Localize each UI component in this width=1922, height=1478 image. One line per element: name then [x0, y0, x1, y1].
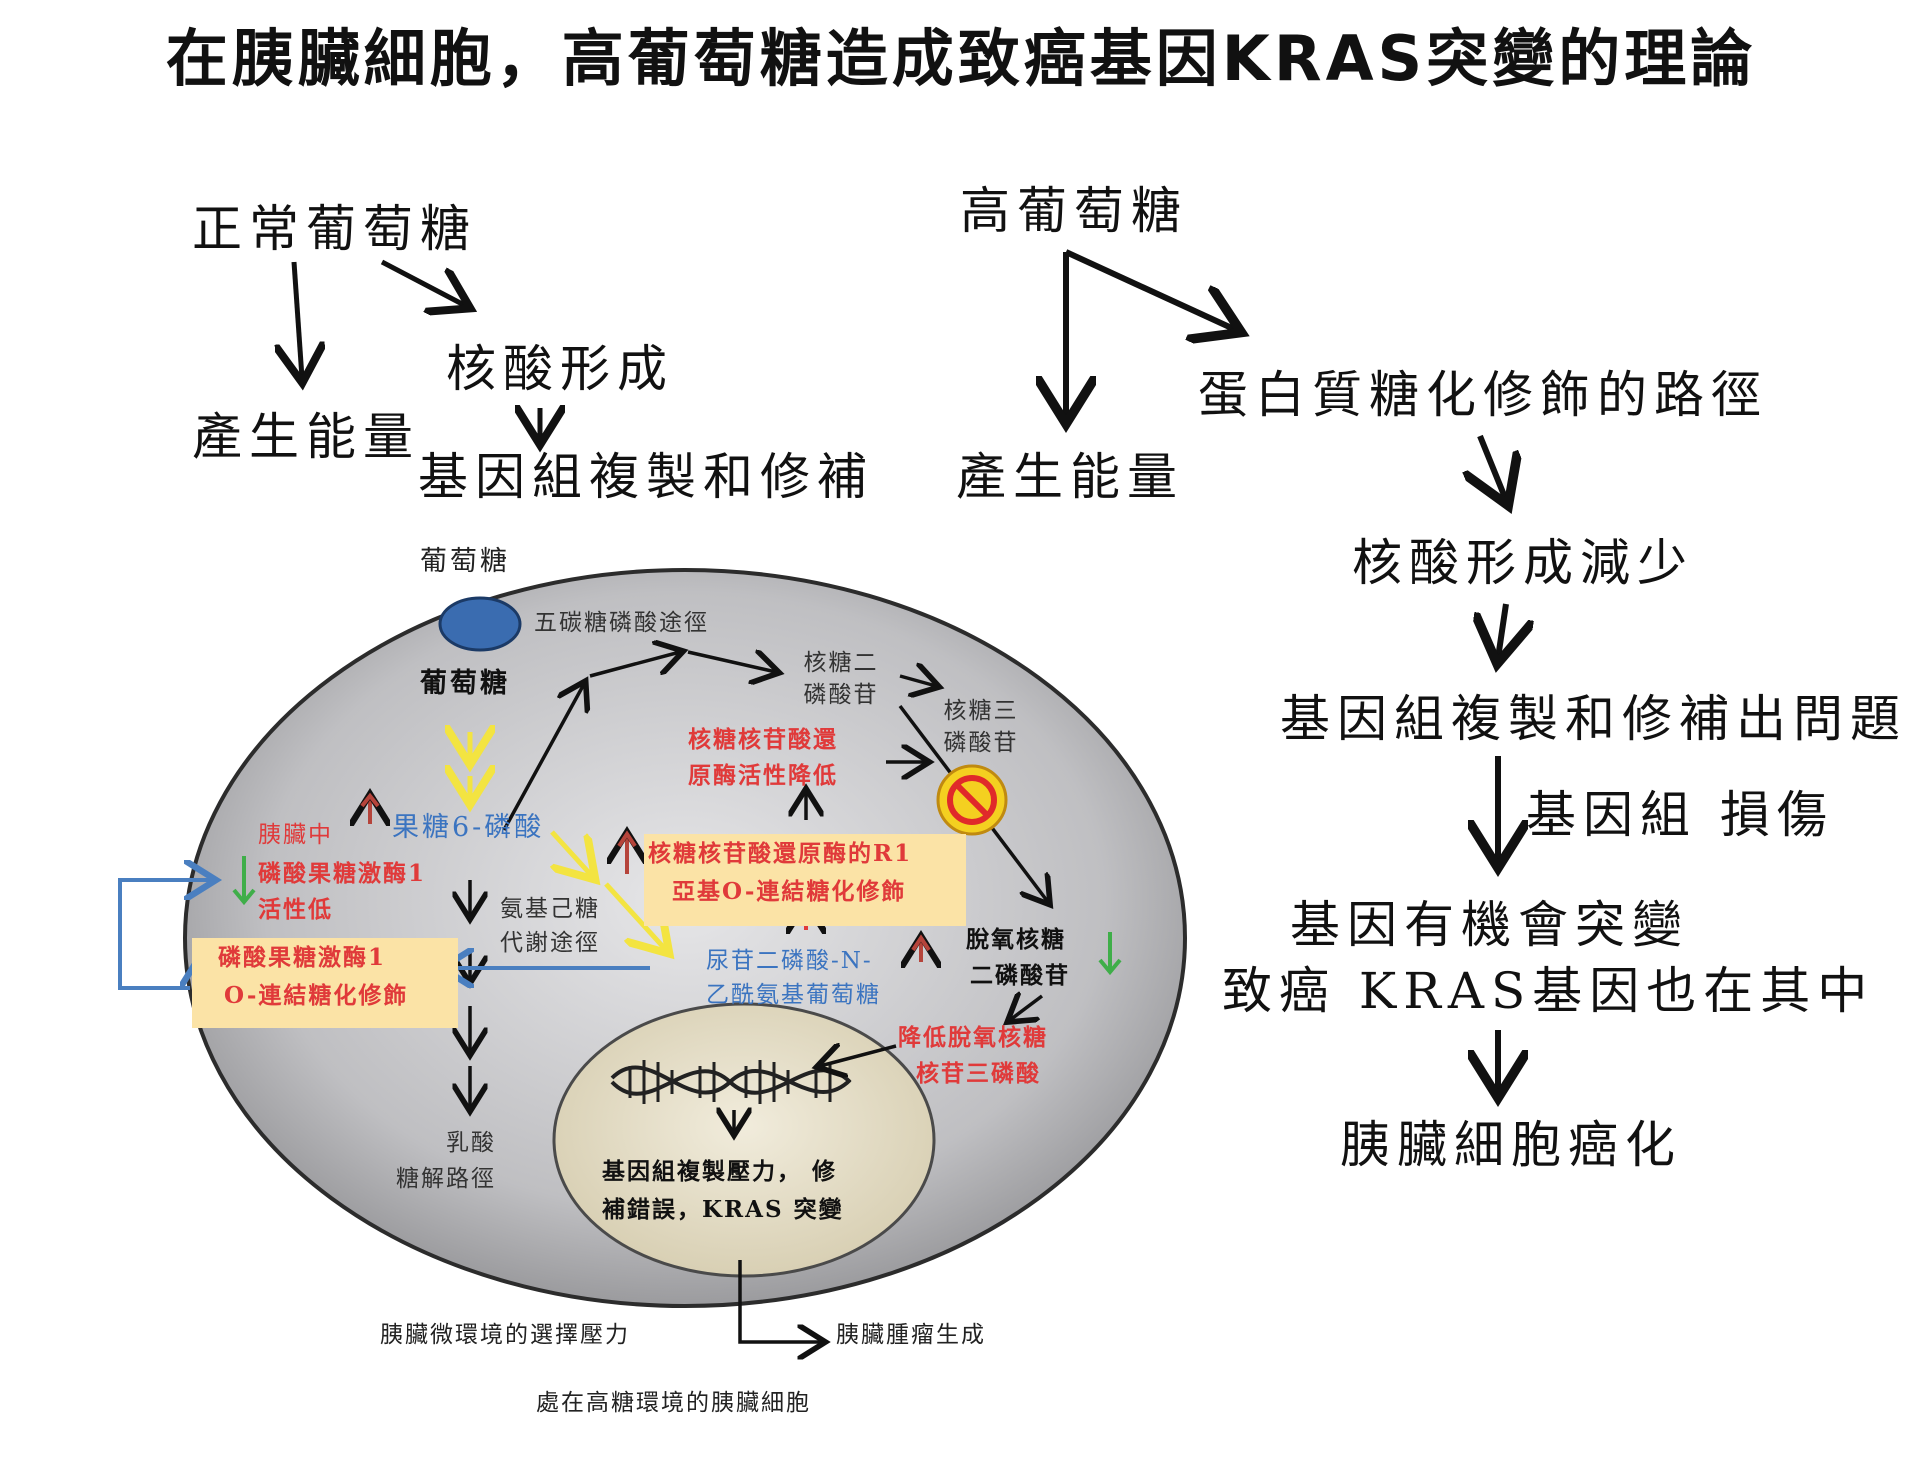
rnr-r1-glyco-line1: 核糖核苷酸還原酶的R1 — [648, 842, 912, 865]
high-glucose-label: 高葡萄糖 — [960, 186, 1188, 236]
cancer-label: 胰臟細胞癌化 — [1340, 1120, 1682, 1170]
lactate-label: 乳酸 — [446, 1132, 496, 1155]
rnr-activity-low-line1: 核糖核苷酸還 — [688, 728, 838, 751]
cell-caption: 處在高糖環境的胰臟細胞 — [536, 1392, 811, 1415]
energy-label-right: 產生能量 — [956, 452, 1184, 502]
deoxyribose-diphosphate-line1: 脫氧核糖 — [966, 928, 1066, 951]
mutation-line2: 致癌 KRAS基因也在其中 — [1222, 966, 1874, 1016]
udp-glcnac-line1: 尿苷二磷酸-N- — [706, 950, 873, 973]
glyco-pathway-label: 蛋白質糖化修飾的路徑 — [1198, 370, 1768, 420]
dntp-low-line2: 核苷三磷酸 — [916, 1062, 1041, 1085]
energy-label-left: 產生能量 — [192, 412, 420, 462]
nucleus-text-line2: 補錯誤，KRAS 突變 — [602, 1198, 844, 1221]
glucose-outside-label: 葡萄糖 — [420, 548, 510, 575]
tumor-label: 胰臟腫瘤生成 — [836, 1324, 986, 1347]
udp-glcnac-line2: 乙酰氨基葡萄糖 — [706, 984, 881, 1007]
pfk1-label: 磷酸果糖激酶1 — [258, 862, 426, 885]
genome-repair-label: 基因組複製和修補 — [418, 452, 874, 502]
glucose-inside-label: 葡萄糖 — [420, 670, 510, 697]
deoxyribose-diphosphate-line2: 二磷酸苷 — [970, 964, 1070, 987]
pfk1-glyco-line1: 磷酸果糖激酶1 — [218, 946, 386, 969]
ribose-triphosphate-line2: 磷酸苷 — [936, 732, 1026, 755]
selection-pressure-label: 胰臟微環境的選擇壓力 — [380, 1324, 630, 1347]
pentose-pathway-label: 五碳糖磷酸途徑 — [534, 612, 709, 635]
page-title: 在胰臟細胞，高葡萄糖造成致癌基因KRAS突變的理論 — [0, 28, 1922, 90]
glucose-transporter — [440, 598, 520, 650]
pancreas-in-label: 胰臟中 — [258, 824, 333, 847]
hexosamine-line1: 氨基己糖 — [500, 898, 600, 921]
normal-glucose-label: 正常葡萄糖 — [192, 204, 477, 254]
mutation-line1: 基因有機會突變 — [1290, 900, 1689, 950]
f6p-label: 果糖6-磷酸 — [392, 814, 544, 841]
ribose-diphosphate-line1: 核糖二 — [796, 652, 886, 675]
genome-damage-label: 基因組 損傷 — [1526, 790, 1834, 840]
glycolysis-label: 糖解路徑 — [396, 1168, 496, 1191]
nucleus — [554, 1004, 934, 1276]
ribose-diphosphate-line2: 磷酸苷 — [796, 684, 886, 707]
prohibition-icon — [938, 766, 1006, 834]
rnr-activity-low-line2: 原酶活性降低 — [688, 764, 838, 787]
genome-problem-label: 基因組複製和修補出問題 — [1280, 694, 1907, 744]
nucleic-formation-label: 核酸形成 — [446, 344, 674, 394]
rnr-r1-glyco-line2: 亞基O-連結糖化修飾 — [672, 880, 906, 903]
ribose-triphosphate-line1: 核糖三 — [936, 700, 1026, 723]
nucleus-text-line1: 基因組複製壓力， 修 — [602, 1160, 837, 1183]
activity-low-label: 活性低 — [258, 898, 333, 921]
pfk1-glyco-line2: O-連結糖化修飾 — [224, 984, 408, 1007]
nucleic-decrease-label: 核酸形成減少 — [1352, 538, 1694, 588]
dntp-low-line1: 降低脫氧核糖 — [898, 1026, 1048, 1049]
hexosamine-line2: 代謝途徑 — [500, 932, 600, 955]
